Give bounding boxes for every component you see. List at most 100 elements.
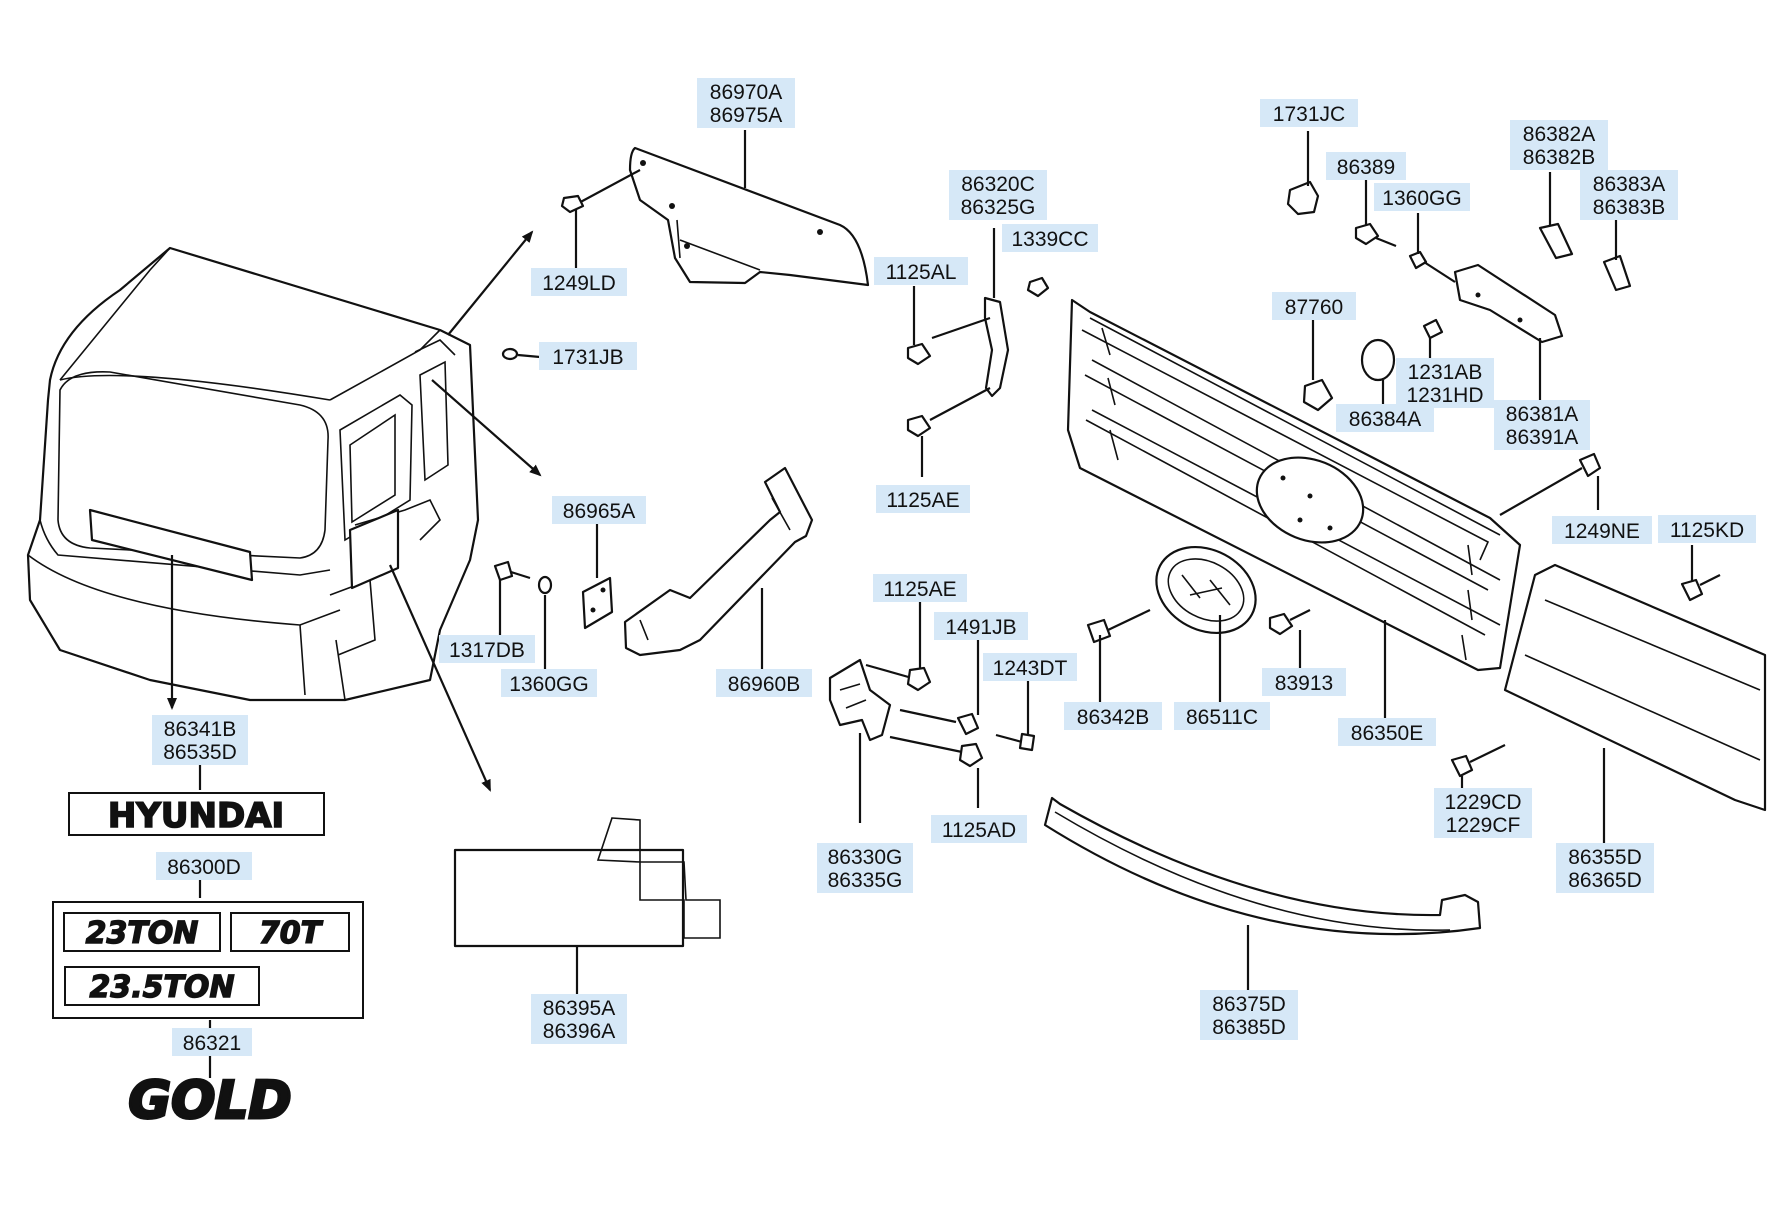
svg-text:1125AE: 1125AE (886, 489, 959, 512)
callout-1125ae-b: 1125AE (873, 574, 967, 602)
callout-86384a: 86384A (1336, 404, 1434, 432)
svg-text:1231HD: 1231HD (1406, 384, 1483, 407)
decal-86395a (453, 817, 721, 948)
badge-70t: 70T (259, 916, 324, 951)
svg-text:86382B: 86382B (1523, 146, 1595, 169)
top-deflector-panel (628, 146, 870, 287)
bolt-1125ae-b (865, 663, 932, 692)
svg-text:86395A: 86395A (543, 997, 615, 1020)
svg-text:1231AB: 1231AB (1408, 361, 1483, 384)
callout-1731jb: 1731JB (539, 342, 637, 370)
callout-86350e: 86350E (1338, 718, 1436, 746)
clip-86383a (1602, 254, 1632, 292)
bolt-86389 (1354, 222, 1397, 248)
radiator-grille-86350e (1066, 298, 1522, 672)
svg-text:1125KD: 1125KD (1670, 519, 1744, 542)
svg-text:86975A: 86975A (710, 104, 782, 127)
svg-text:1125AD: 1125AD (942, 819, 1016, 842)
bumper-strip-86375d (1043, 796, 1482, 936)
svg-text:1317DB: 1317DB (449, 639, 525, 662)
tonnage-badges-86300d: 23TON 70T 23.5TON (52, 901, 364, 1019)
bolt-83913 (1268, 609, 1311, 636)
svg-text:86330G: 86330G (828, 846, 903, 869)
svg-text:86385D: 86385D (1212, 1016, 1286, 1039)
plug-86384a (1360, 338, 1396, 382)
washer-1360gg-a (537, 575, 553, 595)
svg-text:86535D: 86535D (163, 741, 237, 764)
screw-1243dt (995, 732, 1036, 752)
washer-1360gg-b (1408, 250, 1456, 283)
callout-1360gg-b: 1360GG (1374, 183, 1470, 211)
callout-87760: 87760 (1272, 292, 1356, 320)
callout-86321: 86321 (172, 1028, 252, 1056)
callout-1731jc: 1731JC (1260, 99, 1358, 127)
gold-emblem-86321: GOLD (127, 1070, 293, 1133)
svg-text:1243DT: 1243DT (993, 657, 1068, 680)
svg-text:86335G: 86335G (828, 869, 903, 892)
callout-86342b: 86342B (1064, 702, 1162, 730)
bolt-1317db (493, 560, 531, 582)
clip-86382a (1538, 222, 1574, 260)
svg-text:86382A: 86382A (1523, 123, 1595, 146)
nut-1731jb (501, 347, 541, 361)
callout-1249ld: 1249LD (531, 268, 627, 296)
svg-text:86381A: 86381A (1506, 403, 1578, 426)
bolt-1125al (906, 342, 932, 366)
svg-text:87760: 87760 (1285, 296, 1343, 319)
svg-text:1249NE: 1249NE (1564, 520, 1640, 543)
leader-lines (198, 130, 1694, 1078)
callout-1125ae-a: 1125AE (876, 485, 970, 513)
bolt-86342b (1086, 609, 1151, 644)
svg-text:1731JB: 1731JB (552, 346, 623, 369)
nut-1339cc (1026, 276, 1050, 298)
bolt-1125ae-a (906, 414, 932, 438)
svg-text:86389: 86389 (1337, 156, 1395, 179)
svg-text:86321: 86321 (183, 1032, 241, 1055)
svg-text:86383A: 86383A (1593, 173, 1665, 196)
svg-text:1125AL: 1125AL (886, 261, 957, 284)
callout-1249ne: 1249NE (1552, 516, 1652, 544)
callout-1125kd: 1125KD (1658, 515, 1756, 543)
screw-1249ne (1499, 452, 1602, 516)
grab-handle-86960b (623, 466, 814, 657)
callout-1125ad: 1125AD (931, 815, 1027, 843)
svg-text:1125AE: 1125AE (883, 578, 956, 601)
callout-86965a: 86965A (552, 496, 646, 524)
svg-text:86970A: 86970A (710, 81, 782, 104)
svg-text:86391A: 86391A (1506, 426, 1578, 449)
svg-text:86511C: 86511C (1186, 706, 1258, 729)
callout-1317db: 1317DB (439, 635, 535, 663)
callout-83913: 83913 (1262, 668, 1346, 696)
svg-text:1360GG: 1360GG (509, 673, 588, 696)
callout-1243dt: 1243DT (983, 653, 1077, 681)
callout-1491jb: 1491JB (934, 612, 1028, 640)
svg-text:86355D: 86355D (1568, 846, 1642, 869)
callout-1125al: 1125AL (874, 257, 968, 285)
side-panel-86355d (1503, 563, 1767, 812)
svg-text:86383B: 86383B (1593, 196, 1665, 219)
callout-1360gg-a: 1360GG (501, 669, 597, 697)
svg-text:1339CC: 1339CC (1011, 228, 1088, 251)
svg-text:86960B: 86960B (728, 673, 800, 696)
callout-86300d: 86300D (156, 852, 252, 880)
callout-86960b: 86960B (716, 669, 812, 697)
svg-text:83913: 83913 (1275, 672, 1333, 695)
badge-235ton: 23.5TON (89, 970, 234, 1005)
gold-wordmark: GOLD (128, 1071, 291, 1131)
screw-1249ld (560, 169, 641, 214)
svg-text:86965A: 86965A (563, 500, 635, 523)
bracket-86381a (1453, 263, 1564, 344)
